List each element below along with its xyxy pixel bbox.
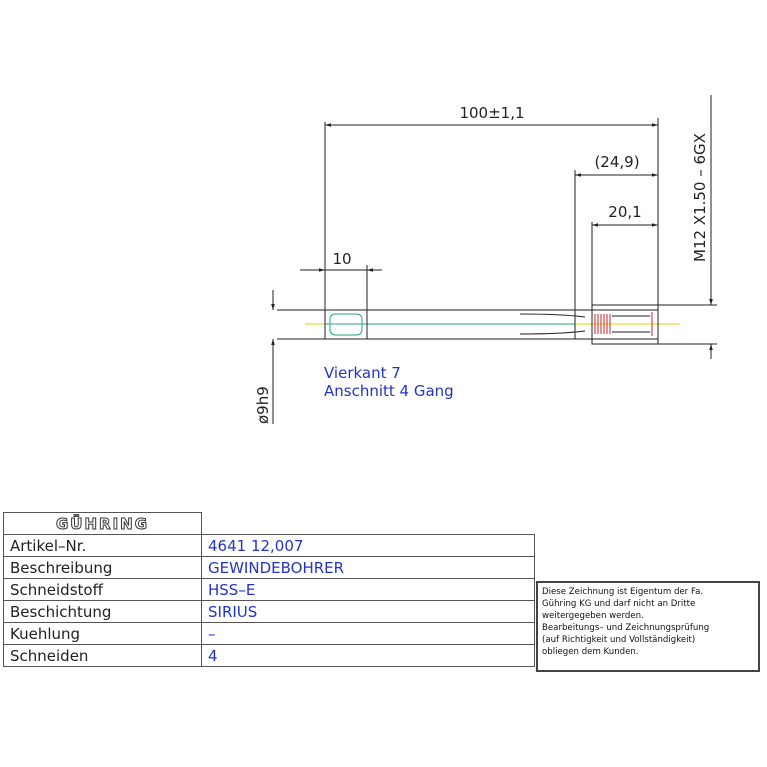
dimension-thread-total: (24,9): [575, 153, 658, 177]
thread-spec-text: M12 X1.50 – 6GX: [691, 133, 709, 262]
disclaimer-line: Bearbeitungs– und Zeichnungsprüfung: [542, 623, 710, 633]
thread-section: [591, 304, 659, 345]
note-square: Vierkant 7: [324, 364, 401, 382]
row-label: Schneidstoff: [3, 578, 202, 601]
row-value: –: [201, 622, 535, 645]
dimension-overall-length: 100±1,1: [325, 104, 658, 127]
table-row: Schneiden 4: [3, 644, 535, 667]
table-row: Schneidstoff HSS–E: [3, 578, 535, 601]
guehring-logo: GÜHRING: [55, 514, 150, 533]
disclaimer-box: Diese Zeichnung ist Eigentum der Fa. Güh…: [536, 581, 760, 672]
disclaimer-line: Gühring KG und darf nicht an Dritte: [542, 599, 696, 609]
title-block: GÜHRING Artikel–Nr. 4641 12,007 Beschrei…: [3, 512, 535, 667]
row-label: Artikel–Nr.: [3, 534, 202, 557]
disclaimer-line: Diese Zeichnung ist Eigentum der Fa.: [542, 587, 704, 597]
extension-lines: [324, 118, 717, 345]
flutes: [519, 310, 586, 339]
disclaimer-line: (auf Richtigkeit und Vollständigkeit): [542, 635, 696, 645]
dimension-shank-diameter: ø9h9: [254, 290, 275, 424]
dimension-square-length: 10: [300, 250, 382, 272]
logo-cell: GÜHRING: [3, 512, 202, 535]
row-value: 4: [201, 644, 535, 667]
dim-overall-text: 100±1,1: [459, 104, 524, 122]
table-row: Artikel–Nr. 4641 12,007: [3, 534, 535, 557]
disclaimer-line: weitergegeben werden.: [542, 611, 644, 621]
row-label: Kuehlung: [3, 622, 202, 645]
square-drive: [324, 309, 368, 340]
row-label: Beschichtung: [3, 600, 202, 623]
dim-thread-total-text: (24,9): [594, 153, 639, 171]
empty-cell: [201, 512, 535, 535]
note-chamfer: Anschnitt 4 Gang: [324, 382, 454, 400]
row-value: HSS–E: [201, 578, 535, 601]
table-row: Kuehlung –: [3, 622, 535, 645]
row-value: SIRIUS: [201, 600, 535, 623]
row-label: Schneiden: [3, 644, 202, 667]
dim-thread-text: 20,1: [608, 203, 641, 221]
row-label: Beschreibung: [3, 556, 202, 579]
table-row: Beschichtung SIRIUS: [3, 600, 535, 623]
table-row: Beschreibung GEWINDEBOHRER: [3, 556, 535, 579]
dimension-thread-diameter: M12 X1.50 – 6GX: [691, 95, 713, 359]
disclaimer-line: obliegen dem Kunden.: [542, 647, 639, 657]
dim-square-text: 10: [332, 250, 351, 268]
shank-diameter-text: ø9h9: [254, 386, 272, 424]
row-value: GEWINDEBOHRER: [201, 556, 535, 579]
logo-row: GÜHRING: [3, 512, 535, 535]
dimension-thread-length: 20,1: [592, 203, 658, 227]
row-value: 4641 12,007: [201, 534, 535, 557]
